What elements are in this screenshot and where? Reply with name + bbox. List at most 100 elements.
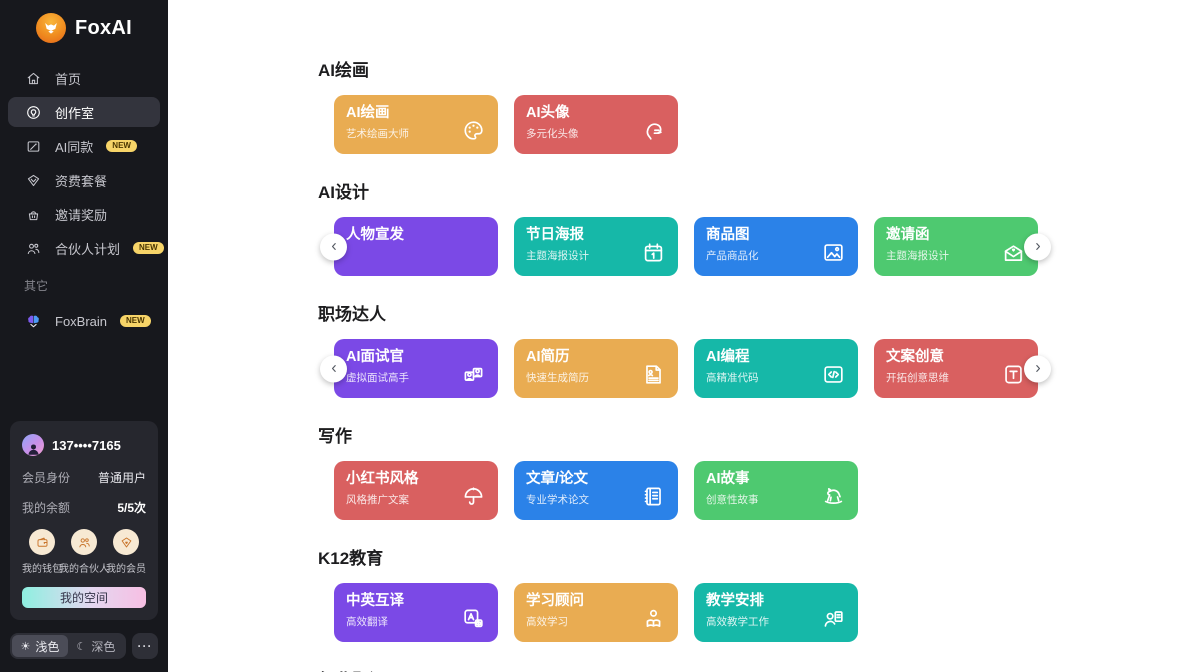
theme-toggle: ☀ 浅色 ☾ 深色: [10, 633, 126, 659]
user-phone: 137••••7165: [52, 437, 121, 453]
shortcut-partners[interactable]: 我的合伙人: [59, 529, 109, 575]
card-title: 中英互译: [346, 593, 404, 609]
carousel-prev-button[interactable]: [320, 233, 347, 260]
card-subtitle: 主题海报设计: [526, 250, 589, 263]
carousel-next-button[interactable]: [1024, 355, 1051, 382]
code-icon: [820, 361, 847, 388]
section-title: AI设计: [318, 183, 369, 202]
category-section: 行业顾问: [318, 666, 1200, 672]
chevron-right-icon: [1031, 362, 1045, 376]
tool-card[interactable]: 文章/论文 专业学术论文: [514, 461, 678, 520]
shortcut-wallet[interactable]: 我的钱包: [22, 529, 62, 575]
card-row: AI面试官 虚拟面试高手 AI简历 快速生成简历 AI编程 高精准代码 文案创意…: [320, 339, 1051, 398]
new-badge: NEW: [106, 140, 137, 152]
category-section: AI绘画 AI绘画 艺术绘画大师 AI头像 多元化头像: [318, 56, 1200, 154]
my-space-button[interactable]: 我的空间: [22, 587, 146, 608]
tool-card[interactable]: 小红书风格 风格推广文案: [334, 461, 498, 520]
carousel-next-button[interactable]: [1024, 233, 1051, 260]
card-subtitle: 虚拟面试高手: [346, 372, 409, 385]
sun-icon: ☀: [20, 639, 31, 653]
wallet-icon: [35, 535, 50, 550]
card-title: 文案创意: [886, 349, 944, 365]
card-row: 人物宣发 节日海报 主题海报设计 商品图 产品商品化 邀请函 主题海报设计: [320, 217, 1051, 276]
shortcut-membership[interactable]: 我的会员: [106, 529, 146, 575]
section-title: AI绘画: [318, 61, 369, 80]
tool-card[interactable]: AI绘画 艺术绘画大师: [334, 95, 498, 154]
moon-icon: ☾: [76, 639, 87, 653]
copywriting-icon: [1000, 361, 1027, 388]
partners-icon: [25, 240, 42, 257]
card-title: 小红书风格: [346, 471, 419, 487]
user-panel: 137••••7165 会员身份 普通用户 我的余额 5/5次 我的钱包 我的合…: [10, 421, 158, 620]
main-content: AI绘画 AI绘画 艺术绘画大师 AI头像 多元化头像 AI设计 人物宣发 节日…: [168, 0, 1200, 672]
card-subtitle: 风格推广文案: [346, 494, 409, 507]
sidebar-item-label: 邀请奖励: [55, 207, 108, 223]
home-icon: [25, 70, 42, 87]
card-subtitle: 艺术绘画大师: [346, 128, 409, 141]
card-subtitle: 开拓创意思维: [886, 372, 949, 385]
sidebar-item-label: FoxBrain: [55, 313, 108, 329]
card-title: AI故事: [706, 471, 750, 487]
card-subtitle: 高精准代码: [706, 372, 759, 385]
tool-card[interactable]: 人物宣发: [334, 217, 498, 276]
card-title: 学习顾问: [526, 593, 584, 609]
card-title: AI头像: [526, 105, 570, 121]
carousel-prev-button[interactable]: [320, 355, 347, 382]
theme-light-label: 浅色: [35, 639, 60, 654]
tool-card[interactable]: 文案创意 开拓创意思维: [874, 339, 1038, 398]
book-icon: [640, 483, 667, 510]
card-row: AI绘画 艺术绘画大师 AI头像 多元化头像: [334, 95, 1038, 154]
tool-card[interactable]: 中英互译 高效翻译: [334, 583, 498, 642]
tool-card[interactable]: AI编程 高精准代码: [694, 339, 858, 398]
sidebar-item-studio[interactable]: 创作室: [8, 97, 160, 127]
theme-dark-option[interactable]: ☾ 深色: [68, 635, 124, 657]
card-subtitle: 多元化头像: [526, 128, 579, 141]
card-title: 节日海报: [526, 227, 584, 243]
membership-label: 会员身份: [22, 471, 71, 485]
sidebar-item-ai-same[interactable]: AI同款 NEW: [8, 131, 160, 161]
card-subtitle: 创意性故事: [706, 494, 759, 507]
membership-value: 普通用户: [97, 471, 146, 485]
theme-dark-label: 深色: [91, 639, 116, 654]
sidebar-nav: 首页 创作室 AI同款 NEW 资费套餐 邀请奖励 合伙人计划 NEW: [0, 63, 168, 263]
more-button[interactable]: ···: [132, 633, 158, 659]
story-icon: [820, 483, 847, 510]
tool-card[interactable]: AI故事 创意性故事: [694, 461, 858, 520]
sidebar-item-partner-plan[interactable]: 合伙人计划 NEW: [8, 233, 164, 263]
tool-card[interactable]: AI头像 多元化头像: [514, 95, 678, 154]
card-row: 小红书风格 风格推广文案 文章/论文 专业学术论文 AI故事 创意性故事: [334, 461, 1038, 520]
face-icon: [640, 117, 667, 144]
tool-card[interactable]: 学习顾问 高效学习: [514, 583, 678, 642]
pricing-icon: [25, 172, 42, 189]
sidebar-item-foxbrain[interactable]: FoxBrain NEW: [8, 306, 160, 336]
ai-same-icon: [25, 138, 42, 155]
section-title: K12教育: [318, 549, 384, 568]
tool-card[interactable]: AI简历 快速生成简历: [514, 339, 678, 398]
palette-icon: [460, 117, 487, 144]
sidebar-item-home[interactable]: 首页: [8, 63, 160, 93]
fox-logo-icon: [35, 13, 66, 43]
tool-card[interactable]: 邀请函 主题海报设计: [874, 217, 1038, 276]
tool-card[interactable]: AI面试官 虚拟面试高手: [334, 339, 498, 398]
section-title: 行业顾问: [318, 666, 1200, 672]
theme-light-option[interactable]: ☀ 浅色: [12, 635, 68, 657]
gift-icon: [25, 206, 42, 223]
card-title: 人物宣发: [346, 227, 404, 243]
teaching-icon: [820, 605, 847, 632]
sidebar-item-invite-reward[interactable]: 邀请奖励: [8, 199, 160, 229]
category-section: 写作 小红书风格 风格推广文案 文章/论文 专业学术论文 AI故事 创意性故事: [318, 422, 1200, 520]
balance-value: 5/5次: [117, 501, 146, 515]
card-subtitle: 高效教学工作: [706, 616, 769, 629]
card-title: AI简历: [526, 349, 570, 365]
shortcut-label: 我的合伙人: [59, 564, 109, 575]
card-title: AI绘画: [346, 105, 390, 121]
interview-icon: [460, 361, 487, 388]
new-badge: NEW: [120, 315, 151, 327]
card-title: 教学安排: [706, 593, 764, 609]
tool-card[interactable]: 节日海报 主题海报设计: [514, 217, 678, 276]
sidebar-item-label: 资费套餐: [55, 173, 108, 189]
tool-card[interactable]: 教学安排 高效教学工作: [694, 583, 858, 642]
sidebar-item-pricing[interactable]: 资费套餐: [8, 165, 160, 195]
chevron-right-icon: [1031, 240, 1045, 254]
tool-card[interactable]: 商品图 产品商品化: [694, 217, 858, 276]
